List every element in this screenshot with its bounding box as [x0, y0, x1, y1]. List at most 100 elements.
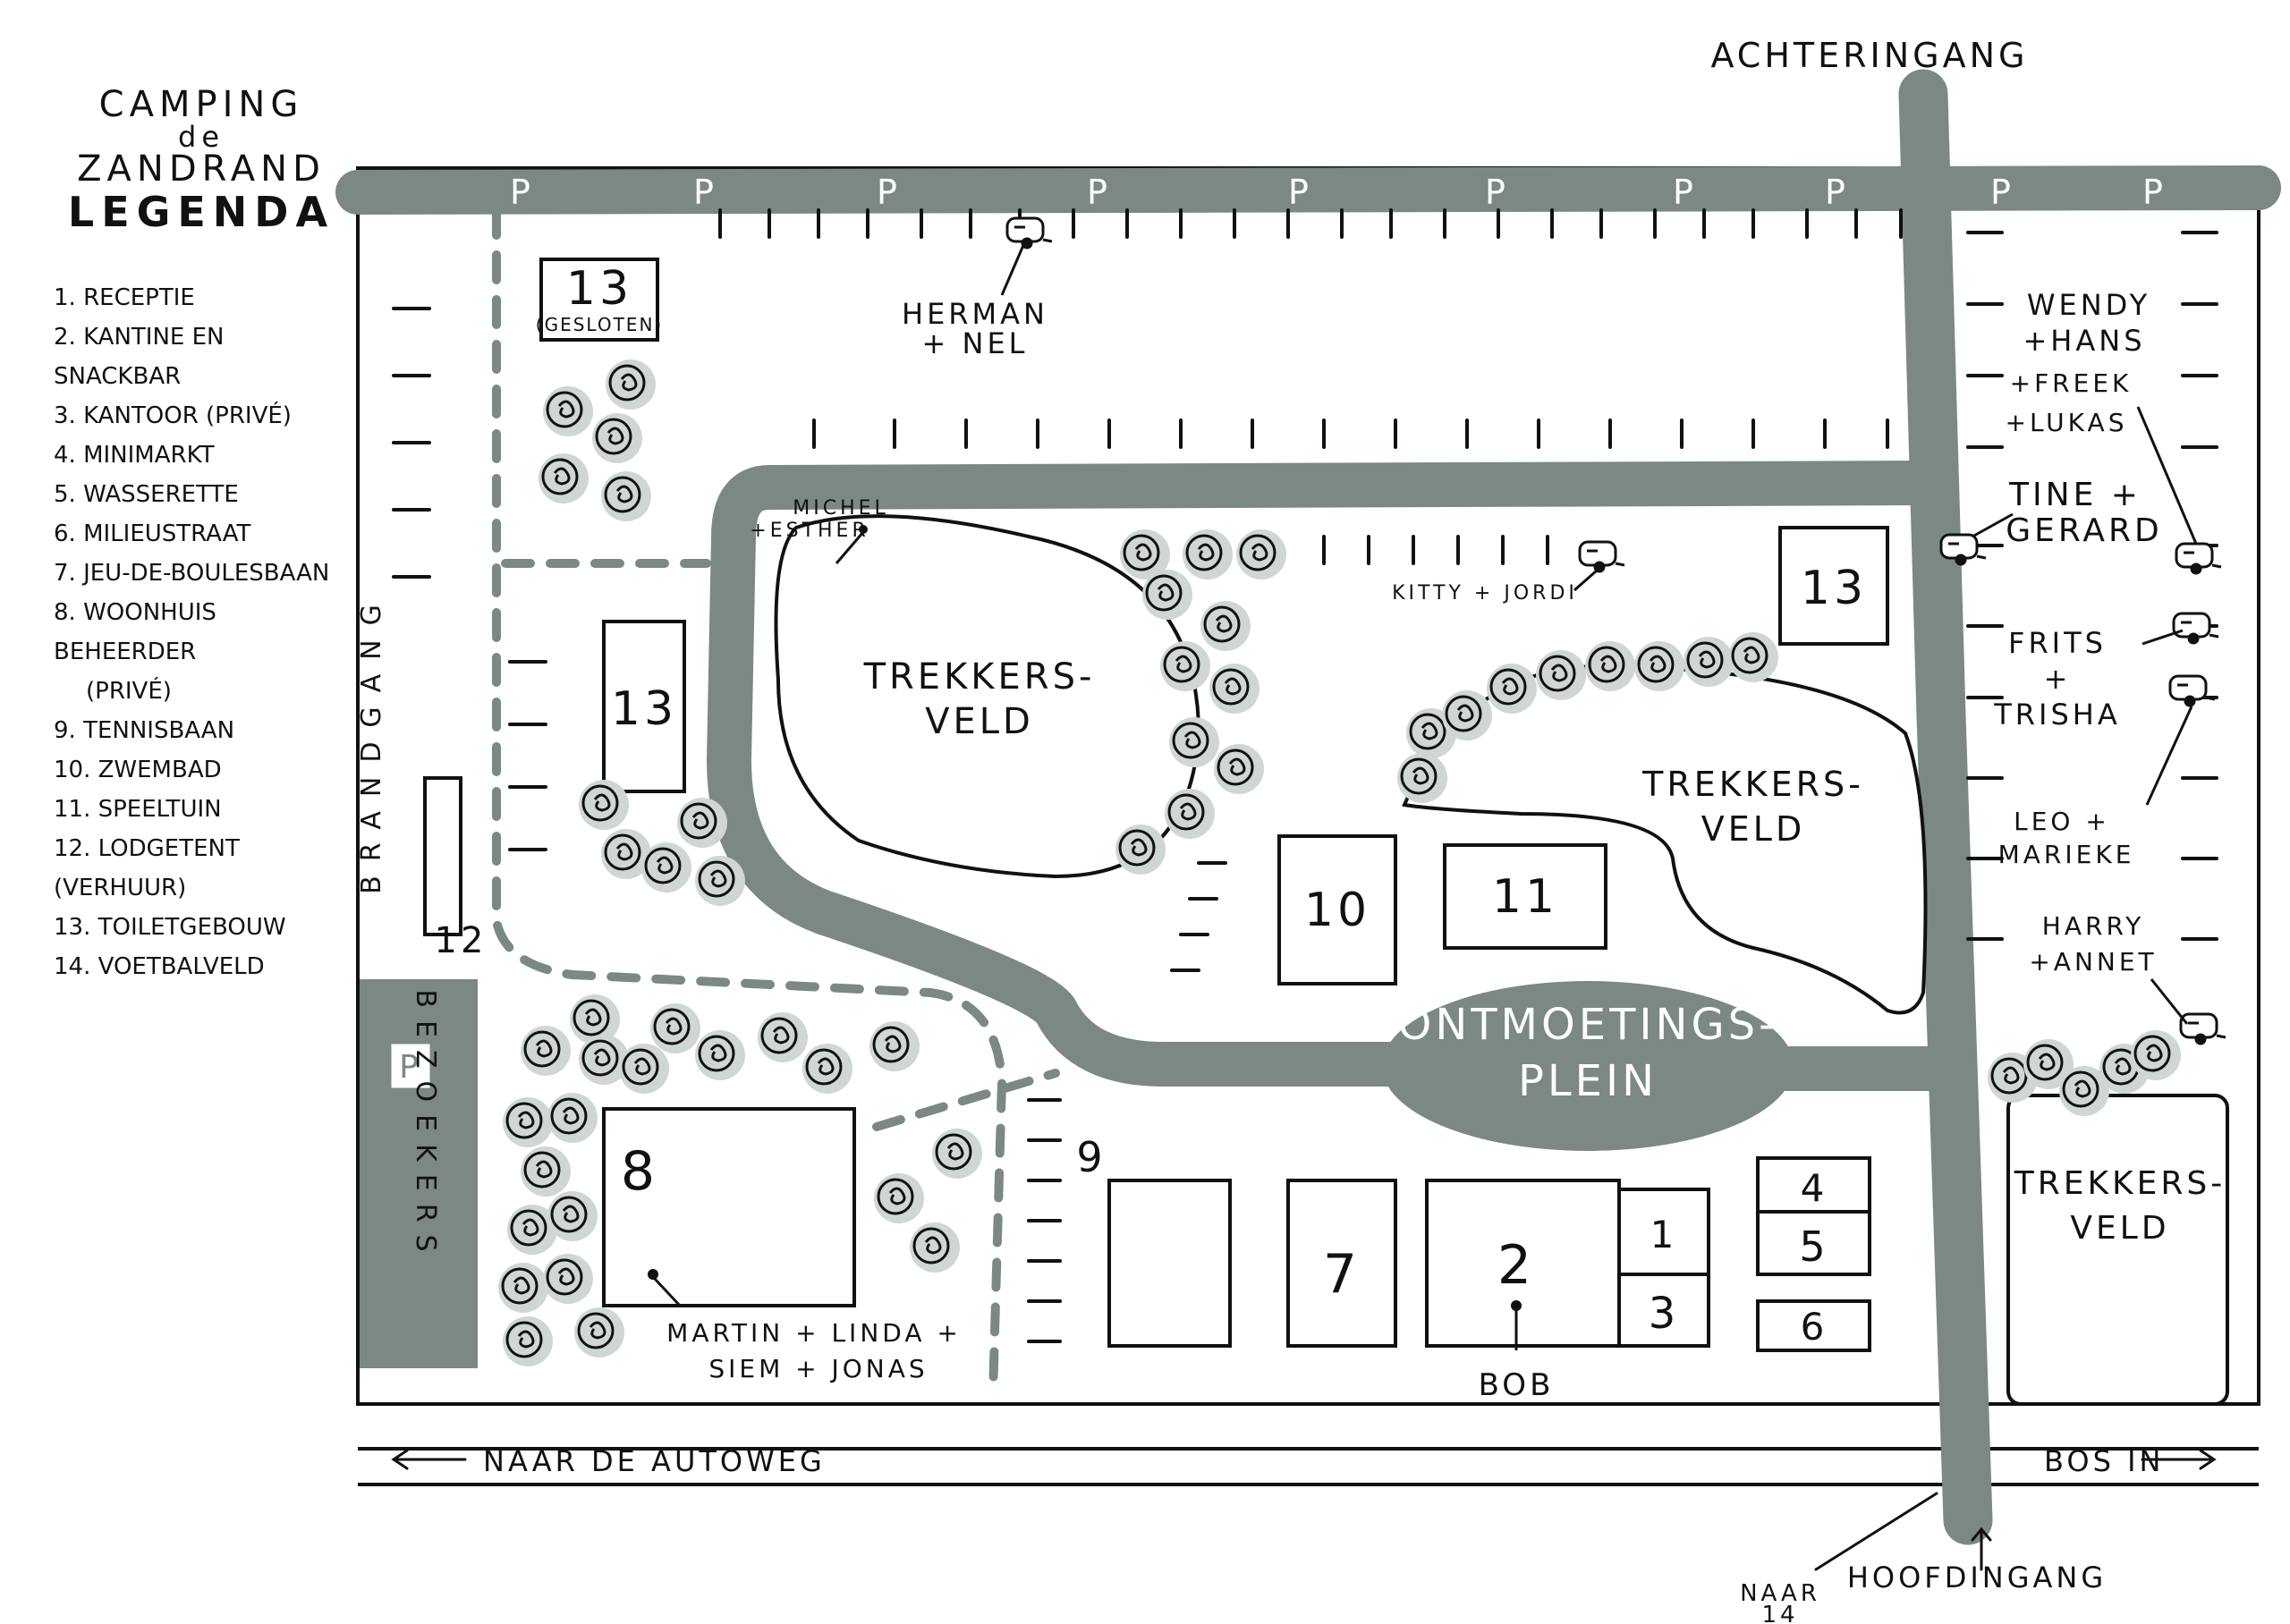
main-road-vertical	[1898, 69, 1993, 1545]
label-6: 6	[1801, 1305, 1828, 1349]
bos-in-label: BOS IN	[2044, 1444, 2164, 1478]
label-11: 11	[1492, 870, 1558, 924]
parking-symbol: P	[693, 173, 717, 212]
resident-leo: LEO +	[2014, 807, 2110, 836]
resident-wendy: WENDY	[2027, 288, 2150, 322]
pitch-markers	[392, 208, 2218, 1343]
brandgang-label: BRANDGANG	[356, 590, 387, 894]
building-13-closed	[539, 258, 659, 342]
tree-icon	[640, 841, 693, 894]
building-12	[423, 776, 462, 936]
label-12: 12	[435, 920, 488, 961]
tree-icon	[577, 778, 631, 832]
resident-lukas: +LUKAS	[2006, 408, 2128, 437]
parking-symbol: P	[1673, 173, 1697, 212]
legend-item: 1. RECEPTIE	[54, 284, 195, 311]
arrow-left-icon	[391, 1449, 467, 1470]
tree-icon	[1534, 648, 1588, 702]
tree-icon	[546, 1189, 599, 1243]
roads	[335, 69, 2281, 1545]
tree-icon	[675, 796, 729, 850]
building-3	[1617, 1273, 1710, 1348]
bezoekers-label: BEZOEKERS	[410, 989, 441, 1264]
caravan-icon	[2172, 612, 2220, 645]
resident-michel: MICHEL	[793, 497, 889, 520]
building-13	[1778, 526, 1889, 646]
label-9: 9	[1076, 1133, 1106, 1181]
building-8	[602, 1107, 856, 1307]
footpaths	[492, 206, 1060, 1400]
tree-icon	[541, 1252, 595, 1306]
plein-label-1: ONTMOETINGS-	[1398, 1000, 1778, 1050]
parking-symbol: P	[510, 173, 534, 212]
label-8: 8	[621, 1140, 658, 1203]
tree-icon	[1181, 528, 1234, 581]
resident-herman: HERMAN	[902, 297, 1048, 331]
parking-symbol: P	[1825, 173, 1849, 212]
tree-icon	[1234, 528, 1288, 581]
building-6	[1756, 1299, 1871, 1352]
building-7	[1286, 1179, 1397, 1348]
ontmoetingsplein: ONTMOETINGS- PLEIN	[1382, 981, 1794, 1151]
label-13: 13	[611, 682, 677, 736]
naar-autoweg-label: NAAR DE AUTOWEG	[483, 1444, 826, 1478]
resident-trisha: TRISHA	[1993, 698, 2120, 732]
resident-tine: TINE +	[2008, 477, 2142, 513]
naar14-label-1: NAAR	[1740, 1580, 1820, 1607]
resident-annet: +ANNET	[2029, 947, 2157, 977]
legend-item: 14. VOETBALVELD	[54, 953, 265, 980]
label-3: 3	[1649, 1289, 1680, 1339]
hoofdingang-label: HOOFDINGANG	[1847, 1561, 2107, 1594]
arrows	[391, 1449, 2217, 1571]
tree-icon	[649, 1002, 702, 1055]
tree-icon	[1395, 751, 1449, 805]
legend-item: 9. TENNISBAAN	[54, 717, 235, 744]
caravan-icon	[2175, 542, 2223, 575]
caravan-icon	[2179, 1012, 2227, 1045]
building-5	[1756, 1210, 1871, 1276]
label-4: 4	[1801, 1166, 1828, 1210]
tree-icon	[756, 1011, 810, 1064]
tree-icon	[1199, 599, 1252, 653]
legend-item: 6. MILIEUSTRAAT	[54, 520, 251, 547]
trekkersveld-2-label-2: VELD	[1701, 809, 1805, 849]
arrow-right-icon	[2141, 1449, 2217, 1470]
building-11	[1443, 843, 1607, 950]
tree-icon	[693, 1028, 747, 1082]
tree-icon	[1212, 742, 1266, 796]
legend-item: (PRIVÉ)	[86, 678, 172, 705]
resident-labels: HERMAN + NEL MICHEL +ESTHER KITTY + JORD…	[666, 288, 2159, 1403]
resident-freek: +FREEK	[2010, 368, 2133, 398]
building-1	[1617, 1188, 1710, 1276]
legend-item: 5. WASSERETTE	[54, 481, 239, 508]
tree-icon	[1726, 630, 1780, 684]
legend-item: 4. MINIMARKT	[54, 442, 215, 469]
resident-frits: FRITS	[2008, 626, 2107, 660]
resident-kitty-jordi: KITTY + JORDI	[1392, 582, 1578, 605]
inner-loop-road	[707, 461, 1946, 1087]
tree-icon	[501, 1095, 555, 1149]
legend-item: 10. ZWEMBAD	[54, 757, 222, 783]
parking-symbol: P	[877, 173, 901, 212]
legend-heading: LEGENDA	[67, 188, 335, 236]
label-5: 5	[1799, 1222, 1828, 1271]
legend-item: 11. SPEELTUIN	[54, 796, 222, 823]
tree-icon	[519, 1145, 572, 1198]
tree-icon	[908, 1221, 962, 1274]
arrow-up-icon	[1971, 1527, 1992, 1571]
legend-title-de: de	[178, 120, 225, 154]
label-13: 13	[566, 262, 632, 316]
legend-item: 3. KANTOOR (PRIVÉ)	[54, 402, 292, 429]
parking-symbol: P	[1288, 173, 1312, 212]
label-gesloten: (GESLOTEN)	[536, 314, 663, 335]
tree-icon	[1682, 635, 1735, 689]
resident-harry: HARRY	[2042, 911, 2144, 941]
tree-icon	[590, 411, 644, 465]
tree-icon	[801, 1042, 854, 1095]
label-7: 7	[1323, 1243, 1361, 1306]
tree-icon	[537, 452, 590, 505]
resident-bob: BOB	[1479, 1367, 1555, 1403]
tree-icon	[693, 854, 747, 908]
legend-item: 2. KANTINE EN SNACKBAR	[54, 324, 225, 390]
resident-siem: SIEM + JONAS	[708, 1354, 928, 1383]
